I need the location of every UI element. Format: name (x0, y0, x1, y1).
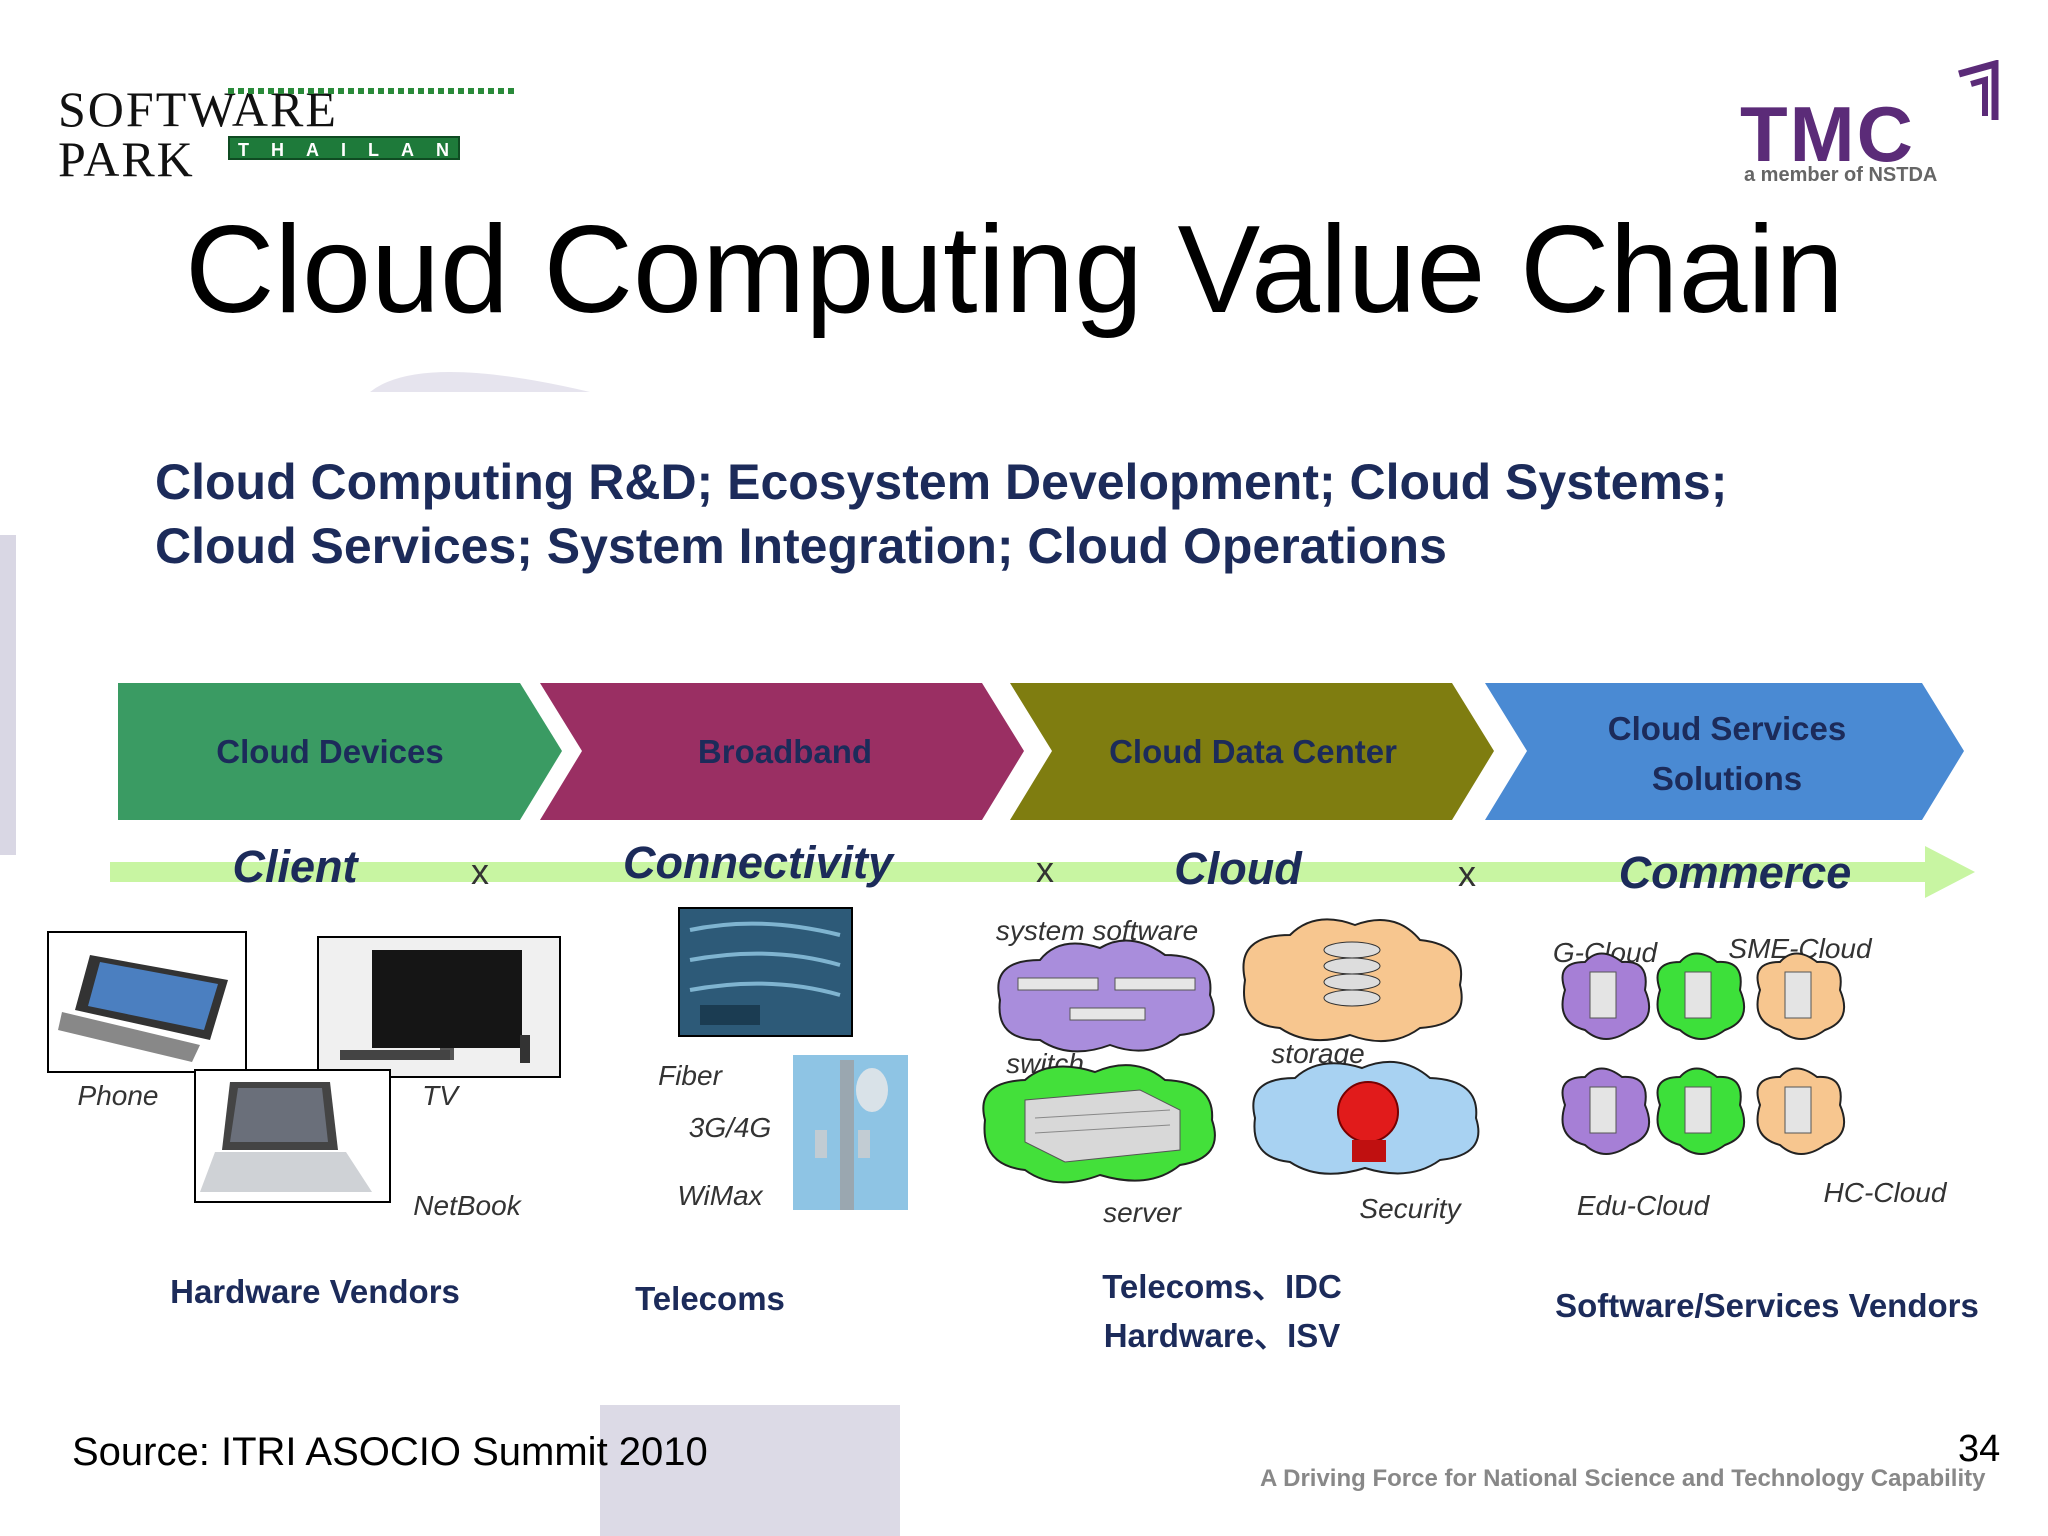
tower-image (793, 1055, 908, 1210)
stage-cloud-data-center-label: Cloud Data Center (1109, 733, 1397, 770)
slide-title: Cloud Computing Value Chain (185, 201, 1844, 339)
storage-cloud-icon (1242, 918, 1463, 1043)
server-cloud-icon (982, 1064, 1216, 1184)
chain-times-3: x (1458, 853, 1476, 894)
stage-cloud-devices-label: Cloud Devices (216, 733, 443, 770)
hardware-vendors-label: Hardware Vendors (170, 1273, 460, 1310)
stage-cloud-services: Cloud Services Solutions (1485, 683, 1964, 820)
software-park-logo: SOFTWARE PARK THAILAND (58, 84, 518, 184)
edu-cloud-label: Edu-Cloud (1577, 1190, 1711, 1221)
tmc-logo-text: TMC (1740, 90, 1915, 178)
server-label: server (1103, 1197, 1182, 1228)
logo-dash-decoration (228, 88, 518, 94)
value-chain-subheading: Cloud Computing R&D; Ecosystem Developme… (155, 450, 1727, 578)
software-services-vendors-label: Software/Services Vendors (1555, 1287, 1979, 1324)
phone-image (47, 931, 247, 1073)
hc-cloud-icon-top (1756, 952, 1845, 1040)
left-shade (0, 535, 16, 855)
g-cloud-icon-top (1561, 952, 1650, 1040)
tmc-logo: TMC a member of NSTDA (1740, 60, 2010, 190)
subheading-line-1: Cloud Computing R&D; Ecosystem Developme… (155, 454, 1728, 510)
security-label: Security (1359, 1193, 1462, 1224)
sme-cloud-icon-top (1656, 952, 1745, 1040)
hc-cloud-label: HC-Cloud (1824, 1177, 1948, 1208)
system-software-cloud-icon (997, 939, 1215, 1053)
tv-image (317, 936, 561, 1078)
chain-arrow (110, 846, 1975, 898)
netbook-image (194, 1069, 391, 1203)
wimax-label: WiMax (677, 1180, 763, 1211)
subheading-line-2: Cloud Services; System Integration; Clou… (155, 518, 1447, 574)
fiber-label: Fiber (658, 1060, 723, 1091)
security-cloud-icon (1252, 1061, 1480, 1175)
stage-broadband-label: Broadband (698, 733, 872, 770)
header-swoosh (370, 372, 590, 392)
g-cloud-icon-bottom (1561, 1067, 1650, 1155)
chain-commerce: Commerce (1619, 847, 1852, 898)
datacenter-vendors-line-1: Telecoms、IDC (1102, 1268, 1342, 1305)
telecoms-label: Telecoms (635, 1280, 785, 1317)
sme-cloud-icon-bottom (1656, 1067, 1745, 1155)
chain-cloud: Cloud (1174, 843, 1303, 894)
chain-connectivity: Connectivity (623, 837, 895, 888)
footer-tagline: A Driving Force for National Science and… (1260, 1465, 1986, 1492)
datacenter-vendors-line-2: Hardware、ISV (1104, 1317, 1341, 1354)
page-number: 34 (1958, 1428, 2001, 1470)
chain-client: Client (232, 841, 359, 892)
stage-cloud-services-label-1: Cloud Services (1608, 710, 1846, 747)
phone-label: Phone (78, 1080, 159, 1111)
chain-times-2: x (1036, 849, 1054, 890)
3g4g-label: 3G/4G (689, 1112, 771, 1143)
hc-cloud-icon-bottom (1756, 1067, 1845, 1155)
chain-times-1: x (471, 851, 489, 892)
stage-cloud-services-label-2: Solutions (1652, 760, 1802, 797)
source-citation: Source: ITRI ASOCIO Summit 2010 (72, 1430, 708, 1474)
stage-broadband: Broadband (540, 683, 1024, 820)
stage-cloud-data-center: Cloud Data Center (1010, 683, 1494, 820)
tmc-logo-subtext: a member of NSTDA (1744, 164, 1938, 186)
tv-label: TV (422, 1080, 460, 1111)
bottom-shade (600, 1405, 900, 1536)
stage-cloud-devices: Cloud Devices (118, 683, 562, 820)
netbook-label: NetBook (413, 1190, 522, 1221)
fiber-image (678, 907, 853, 1037)
system-software-label: system software (996, 915, 1198, 946)
tmc-arrow-icon (1958, 60, 1999, 120)
thailand-logo-bar: THAILAND (228, 136, 484, 160)
